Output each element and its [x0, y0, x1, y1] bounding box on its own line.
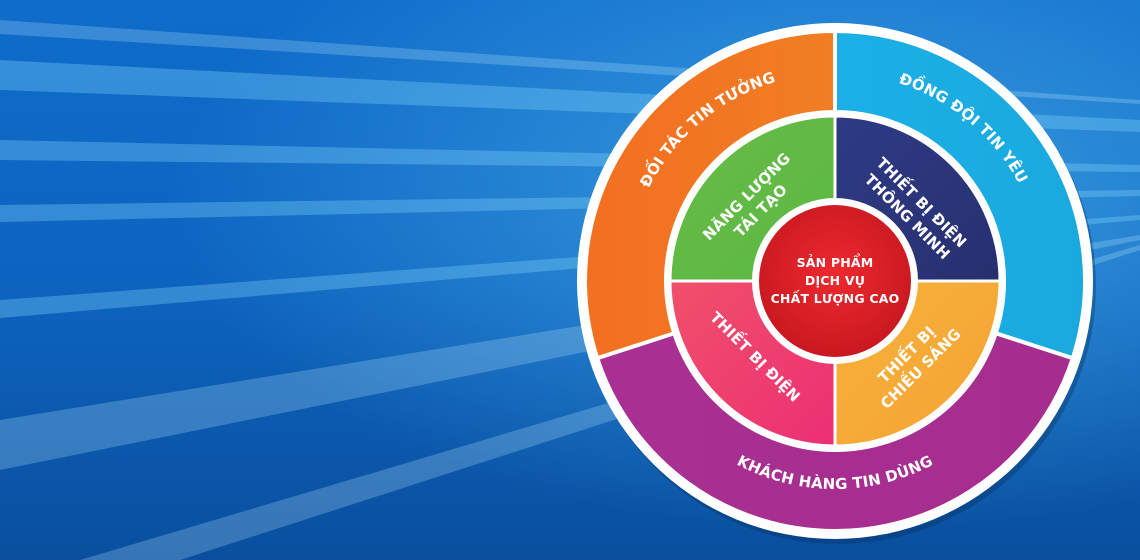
center-circle	[759, 205, 911, 357]
center-label-line2: DỊCH VỤ	[805, 273, 865, 288]
center-label-line3: CHẤT LƯỢNG CAO	[771, 289, 900, 306]
center-label-line1: SẢN PHẨM	[797, 253, 874, 270]
outer-segment-dong-doi	[833, 28, 1087, 361]
